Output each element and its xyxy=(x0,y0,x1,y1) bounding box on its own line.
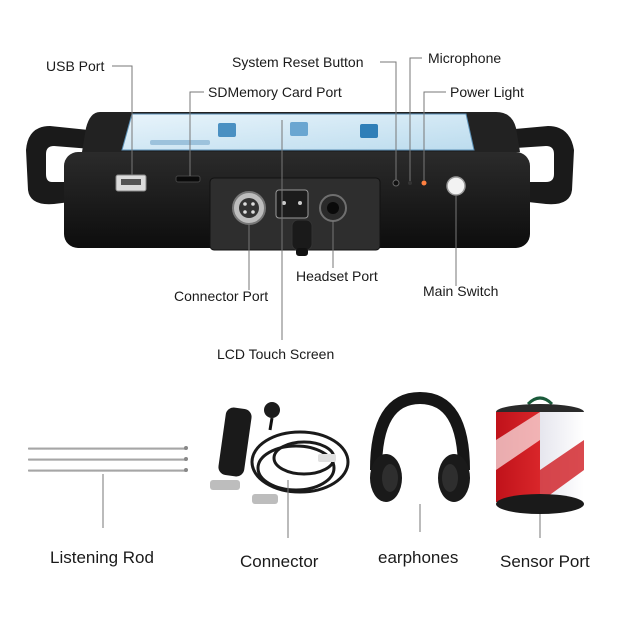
app-icon xyxy=(360,124,378,138)
listening-rod-image xyxy=(28,446,188,528)
connector-label: Connector xyxy=(240,552,319,571)
usb-port xyxy=(115,174,147,192)
connector-port-label: Connector Port xyxy=(174,288,269,304)
microphone xyxy=(408,181,412,185)
sensor-image xyxy=(496,396,584,538)
headset-port-label: Headset Port xyxy=(296,268,378,284)
sd-card-port-label: SDMemory Card Port xyxy=(208,84,342,100)
connector-port xyxy=(232,191,266,225)
microphone-label: Microphone xyxy=(428,50,502,66)
headset-port xyxy=(319,194,347,222)
sensor-port-label: Sensor Port xyxy=(500,552,590,571)
system-reset-button-label: System Reset Button xyxy=(232,54,364,70)
callout-lines xyxy=(112,57,457,340)
usb-port-label: USB Port xyxy=(46,58,105,74)
main-switch xyxy=(446,176,466,196)
earphones-image xyxy=(370,391,470,532)
protective-cap xyxy=(291,219,313,256)
connector-image xyxy=(210,402,350,538)
listening-rod-label: Listening Rod xyxy=(50,548,154,567)
app-icon xyxy=(290,122,308,136)
app-icon xyxy=(218,123,236,137)
power-light xyxy=(421,180,427,186)
system-reset-button xyxy=(392,179,400,187)
power-light-label: Power Light xyxy=(450,84,524,100)
earphones-label: earphones xyxy=(378,548,459,567)
lcd-touch-screen-label: LCD Touch Screen xyxy=(217,346,335,362)
lcd-touch-screen xyxy=(121,113,475,151)
sd-card-port xyxy=(175,175,201,183)
main-switch-label: Main Switch xyxy=(423,283,499,299)
